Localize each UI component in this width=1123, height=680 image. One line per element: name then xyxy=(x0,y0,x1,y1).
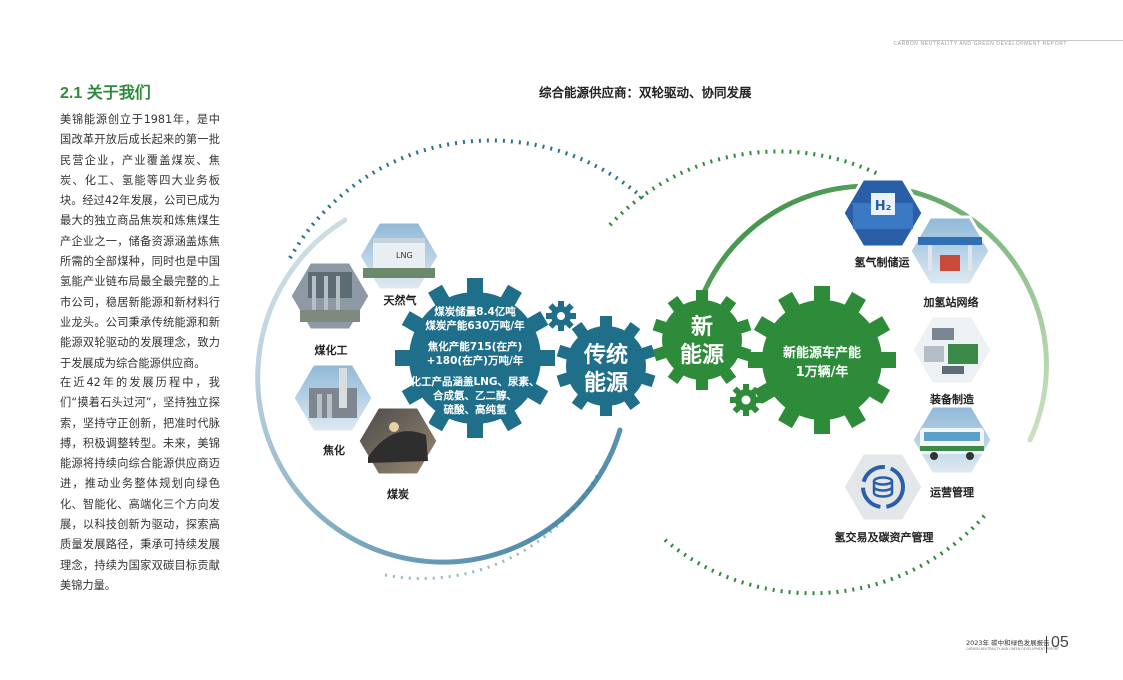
new-energy-chevron-arc-top xyxy=(608,149,881,227)
carbon-trading-label: 氢交易及碳资产管理 xyxy=(835,530,934,544)
station-network-image xyxy=(908,215,992,287)
page-number: 05 xyxy=(1051,634,1069,651)
traditional-energy-label-1: 传统 xyxy=(583,342,628,368)
new-energy-label-2: 能源 xyxy=(680,342,724,368)
traditional-energy-label-2: 能源 xyxy=(584,370,628,396)
station-network-label: 加氢站网络 xyxy=(923,295,979,309)
traditional-stat-chemical-2: 合成氨、乙二醇、 xyxy=(432,389,517,402)
equipment-label: 装备制造 xyxy=(929,392,975,406)
lng-tank-label: LNG xyxy=(396,251,413,260)
carbon-trading-icon xyxy=(841,451,925,523)
footer-report-title: 2023年 碳中和绿色发展报告 xyxy=(966,639,1050,647)
intro-paragraph-1: 美锦能源创立于1981年，是中国改革开放后成长起来的第一批民营企业，产业覆盖煤炭… xyxy=(60,113,220,370)
new-energy-info-gear: 新能源车产能 1万辆/年 xyxy=(748,286,896,434)
traditional-stat-chemical: 化工产品涵盖LNG、尿素、 xyxy=(410,375,539,388)
header-rule xyxy=(900,40,1123,41)
coal-chemical-image xyxy=(288,260,372,332)
hydrogen-storage-label: 氢气制储运 xyxy=(855,255,910,269)
new-energy-stat-vehicle-2: 1万辆/年 xyxy=(796,364,849,380)
traditional-stat-coal-capacity: 煤炭产能630万吨/年 xyxy=(425,319,525,332)
traditional-stat-coking-capacity: 焦化产能715(在产) xyxy=(427,340,523,353)
traditional-chevron-arc-bottom xyxy=(384,469,602,580)
coking-image xyxy=(291,362,375,434)
traditional-loop-arc xyxy=(255,217,623,565)
small-green-gear-icon xyxy=(730,384,762,416)
report-tag: CARBON NEUTRALITY AND GREEN DEVELOPMENT … xyxy=(893,41,1067,47)
coking-label: 焦化 xyxy=(322,443,345,457)
coal-chemical-label: 煤化工 xyxy=(315,343,348,357)
natural-gas-image: LNG xyxy=(357,220,441,292)
traditional-stat-chemical-3: 硫酸、高纯氢 xyxy=(444,403,507,416)
traditional-chevron-arc-top xyxy=(288,138,647,259)
h2-label: H₂ xyxy=(875,199,892,214)
traditional-energy-gear: 传统 能源 xyxy=(556,316,656,416)
diagram-title: 综合能源供应商：双轮驱动、协同发展 xyxy=(539,85,752,100)
coal-label: 煤炭 xyxy=(387,487,409,501)
traditional-info-gear: 煤炭储量8.4亿吨 煤炭产能630万吨/年 焦化产能715(在产) +180(在… xyxy=(395,278,555,438)
footer-divider xyxy=(1046,636,1047,653)
new-energy-loop-arc xyxy=(702,183,1049,443)
new-energy-stat-vehicle: 新能源车产能 xyxy=(783,345,861,361)
hydrogen-storage-image: H₂ xyxy=(841,177,925,249)
small-blue-gear-icon xyxy=(546,301,576,331)
operations-label: 运营管理 xyxy=(930,485,974,499)
coal-image xyxy=(356,405,440,477)
new-energy-label-1: 新 xyxy=(691,314,713,340)
equipment-image xyxy=(910,314,994,386)
intro-paragraph-2: 在近42年的发展历程中，我们“摸着石头过河”，坚持独立探索，坚持守正创新，把准时… xyxy=(60,376,220,592)
footer-report-title-en: CARBON NEUTRALITY AND GREEN DEVELOPMENT … xyxy=(966,647,1059,651)
new-energy-gear: 新 能源 xyxy=(652,290,752,390)
section-title: 2.1 关于我们 xyxy=(60,85,151,102)
operations-image xyxy=(910,404,994,476)
natural-gas-label: 天然气 xyxy=(384,293,417,307)
traditional-stat-coal-reserve: 煤炭储量8.4亿吨 xyxy=(434,305,516,318)
traditional-stat-coking-capacity-2: +180(在产)万吨/年 xyxy=(427,354,524,367)
new-energy-chevron-arc-bottom xyxy=(663,513,987,596)
